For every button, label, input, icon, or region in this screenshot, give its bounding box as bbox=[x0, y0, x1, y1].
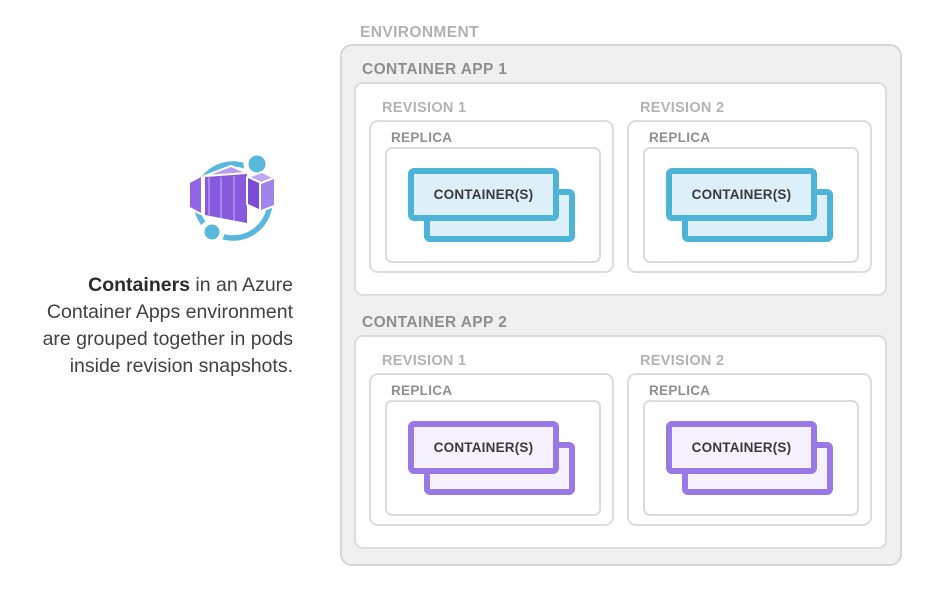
orbit-dot-bottom-icon bbox=[199, 219, 225, 245]
revision-2-section: REVISION 2 REPLICA CONTAINER(S) bbox=[627, 353, 874, 528]
container-box-front: CONTAINER(S) bbox=[666, 168, 817, 221]
revision-label: REVISION 1 bbox=[382, 100, 467, 116]
orbit-dot-top-icon bbox=[243, 150, 271, 178]
container-label: CONTAINER(S) bbox=[691, 187, 792, 202]
replica-label: REPLICA bbox=[391, 383, 453, 398]
azure-container-apps-icon bbox=[188, 150, 276, 245]
environment-box: CONTAINER APP 1 REVISION 1 REPLICA CONTA… bbox=[340, 44, 902, 566]
revision-1-section: REVISION 1 REPLICA CONTAINER(S) bbox=[369, 100, 616, 275]
container-box-front: CONTAINER(S) bbox=[408, 421, 559, 474]
replica-label: REPLICA bbox=[649, 383, 711, 398]
container-box-front: CONTAINER(S) bbox=[666, 421, 817, 474]
replica-box: CONTAINER(S) bbox=[643, 147, 859, 263]
revision-box: REPLICA CONTAINER(S) bbox=[369, 373, 614, 526]
container-label: CONTAINER(S) bbox=[433, 440, 534, 455]
description-line: are grouped together in pods bbox=[42, 328, 293, 350]
description-line: Containers in an Azure bbox=[88, 274, 293, 296]
container-cube-icon bbox=[188, 165, 276, 225]
revision-box: REPLICA CONTAINER(S) bbox=[369, 120, 614, 273]
revision-1-section: REVISION 1 REPLICA CONTAINER(S) bbox=[369, 353, 616, 528]
cube-panel-lines-icon bbox=[208, 176, 235, 220]
revision-box: REPLICA CONTAINER(S) bbox=[627, 373, 872, 526]
container-app-2-label: CONTAINER APP 2 bbox=[362, 314, 508, 331]
description-line: Container Apps environment bbox=[46, 301, 293, 323]
container-app-1-label: CONTAINER APP 1 bbox=[362, 61, 508, 78]
replica-label: REPLICA bbox=[391, 130, 453, 145]
description-line: inside revision snapshots. bbox=[69, 355, 293, 377]
environment-label: ENVIRONMENT bbox=[360, 24, 479, 41]
replica-box: CONTAINER(S) bbox=[385, 147, 601, 263]
revision-label: REVISION 2 bbox=[640, 100, 725, 116]
revision-label: REVISION 1 bbox=[382, 353, 467, 369]
replica-box: CONTAINER(S) bbox=[385, 400, 601, 516]
container-app-2-box: REVISION 1 REPLICA CONTAINER(S) REVISION… bbox=[354, 335, 887, 549]
container-app-1-box: REVISION 1 REPLICA CONTAINER(S) REVISION… bbox=[354, 82, 887, 296]
replica-box: CONTAINER(S) bbox=[643, 400, 859, 516]
container-label: CONTAINER(S) bbox=[691, 440, 792, 455]
revision-label: REVISION 2 bbox=[640, 353, 725, 369]
revision-box: REPLICA CONTAINER(S) bbox=[627, 120, 872, 273]
container-box-front: CONTAINER(S) bbox=[408, 168, 559, 221]
revision-2-section: REVISION 2 REPLICA CONTAINER(S) bbox=[627, 100, 874, 275]
description-text: Containers in an Azure Container Apps en… bbox=[0, 272, 293, 380]
replica-label: REPLICA bbox=[649, 130, 711, 145]
container-label: CONTAINER(S) bbox=[433, 187, 534, 202]
